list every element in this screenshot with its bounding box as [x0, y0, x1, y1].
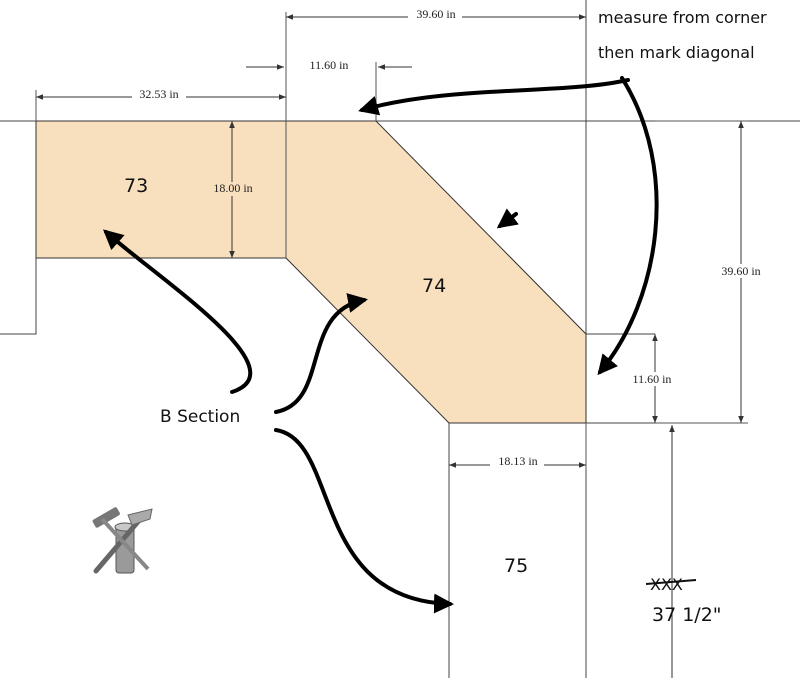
- dim-right-overall: 39.60 in: [721, 264, 760, 278]
- strike-line: [645, 579, 697, 585]
- replacement-value: 37 1/2": [652, 604, 722, 626]
- dim-right-corner: 11.60 in: [633, 372, 672, 386]
- dim-left-length: 32.53 in: [139, 87, 178, 101]
- piece-73-label: 73: [124, 175, 148, 197]
- piece-74-panel: [285, 120, 587, 424]
- piece-75-label: 75: [504, 555, 528, 577]
- section-label: B Section: [160, 407, 240, 427]
- arrow-to-corner-right: [597, 76, 659, 376]
- crossed-value: XXX: [650, 575, 683, 594]
- dim-left-depth: 18.00 in: [213, 181, 252, 195]
- arrow-to-73: [103, 229, 253, 394]
- dim-bottom-width: 18.13 in: [498, 454, 537, 468]
- note-line-1: measure from corner: [598, 8, 767, 27]
- piece-74-label: 74: [422, 275, 446, 297]
- arrow-to-75: [274, 428, 454, 614]
- freehand-arrows: [103, 76, 659, 614]
- arrow-to-corner-top: [358, 78, 630, 116]
- tools-icon: [92, 507, 153, 574]
- note-line-2: then mark diagonal: [598, 43, 755, 62]
- dim-top-overall: 39.60 in: [416, 7, 455, 21]
- arrow-to-74: [274, 293, 368, 414]
- dim-top-corner: 11.60 in: [310, 58, 349, 72]
- arrow-to-diagonal: [496, 208, 519, 229]
